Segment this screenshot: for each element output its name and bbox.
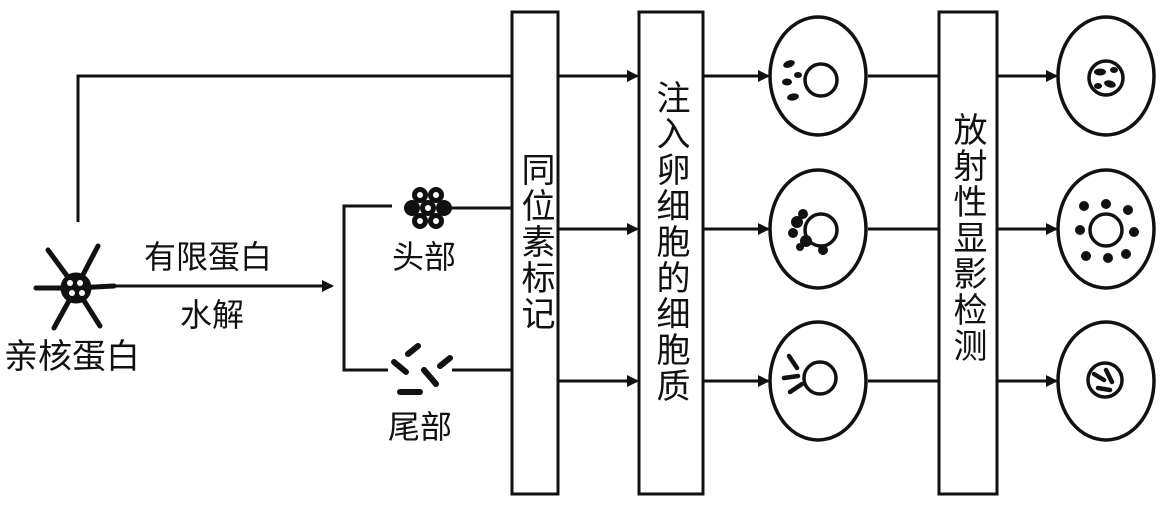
head-label: 头部 — [392, 238, 456, 276]
injection-box-label: 注入卵细胞的细胞质 — [650, 80, 690, 404]
nucleoplasmin-icon — [33, 243, 117, 331]
result-cell-whole-protein — [1056, 15, 1156, 137]
direct-path-line — [76, 74, 512, 222]
cell-injected-head-fragment — [768, 168, 868, 290]
split-bracket-line — [342, 204, 392, 372]
detection-box — [937, 10, 999, 496]
cell-injected-tail-fragment — [768, 320, 868, 442]
source-protein-label: 亲核蛋白 — [4, 337, 140, 377]
result-cell-tail-fragment — [1056, 320, 1156, 442]
head-fragment-icon — [404, 187, 452, 229]
tail-fragment-icon — [391, 343, 453, 395]
proteolysis-label-bottom: 水解 — [180, 296, 244, 334]
injection-box — [637, 10, 705, 496]
cell-injected-whole-protein — [768, 15, 868, 137]
tail-label: 尾部 — [388, 408, 452, 446]
detection-box-label: 放射性显影检测 — [947, 112, 987, 364]
labeling-box — [510, 10, 560, 496]
result-cell-head-fragment — [1056, 168, 1156, 290]
proteolysis-label-top: 有限蛋白 — [144, 238, 272, 276]
labeling-box-label: 同位素标记 — [515, 152, 555, 332]
